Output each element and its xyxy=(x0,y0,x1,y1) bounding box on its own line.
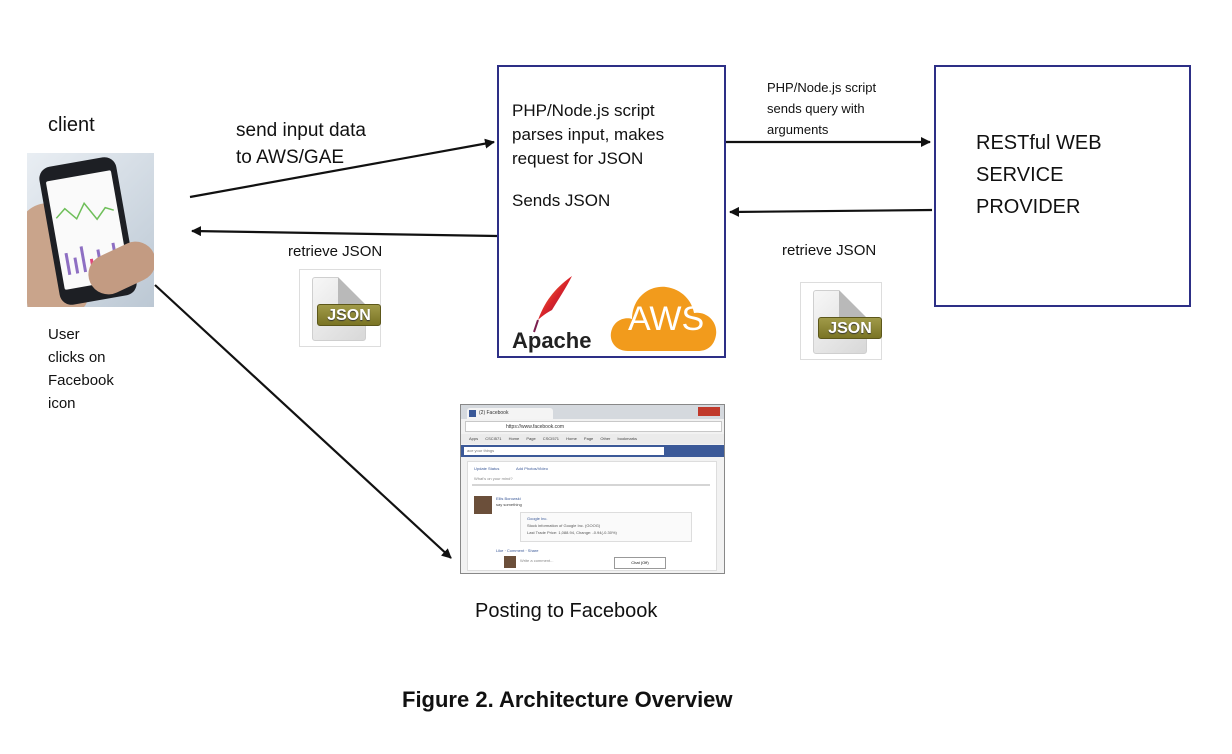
arrow-send-input xyxy=(189,138,495,199)
fb-card-line1: Stock information of Google Inc. (GOOG) xyxy=(527,523,601,528)
fb-stock-card: Google Inc. Stock information of Google … xyxy=(520,512,692,542)
phone-photo xyxy=(27,153,154,307)
facebook-screenshot: (2) Facebook https://www.facebook.com Ap… xyxy=(460,404,725,574)
retrieve-json-right-label: retrieve JSON xyxy=(782,242,877,259)
avatar xyxy=(474,496,492,514)
fb-comment-box: Write a comment... xyxy=(520,558,554,563)
json-file-icon: JSON xyxy=(299,269,381,347)
facebook-caption: Posting to Facebook xyxy=(475,600,658,622)
fb-address-bar: https://www.facebook.com xyxy=(465,421,722,432)
fb-actions: Like · Comment · Share xyxy=(496,548,539,553)
fb-update-status: Update Status xyxy=(474,466,500,471)
fb-chat-button: Chat (Off) xyxy=(614,557,666,569)
json-icon-label: JSON xyxy=(317,304,381,326)
json-icon-label: JSON xyxy=(818,317,882,339)
fb-tab-title: (2) Facebook xyxy=(479,410,509,416)
figure-caption: Figure 2. Architecture Overview xyxy=(402,687,733,712)
send-input-label: send input data to AWS/GAE xyxy=(236,120,366,168)
user-note: User clicks on Facebook icon xyxy=(48,326,114,412)
fb-poster-name: Ellis Borowski xyxy=(496,496,521,501)
restful-box-label: RESTful WEB SERVICE PROVIDER xyxy=(976,132,1102,218)
fb-add-photos: Add Photos/Video xyxy=(516,466,548,471)
fb-card-title: Google Inc. xyxy=(527,516,548,521)
window-close-icon xyxy=(698,407,720,416)
fb-search: ace your things xyxy=(464,447,664,455)
avatar xyxy=(504,556,516,568)
fb-whats-on-mind: What's on your mind? xyxy=(474,476,513,481)
query-label: PHP/Node.js script sends query with argu… xyxy=(767,80,877,137)
client-label: client xyxy=(48,114,95,136)
arrow-retrieve-json-right xyxy=(729,206,933,217)
facebook-icon xyxy=(469,410,476,417)
aws-logo-text: AWS xyxy=(628,300,705,338)
apache-logo-text: Apache xyxy=(512,328,592,353)
fb-card-line2: Last Trade Price: 1,088.94, Change: -0.9… xyxy=(527,530,617,535)
restful-web-service-box: RESTful WEB SERVICE PROVIDER xyxy=(934,65,1191,307)
fb-poster-action: say something xyxy=(496,502,522,507)
arrow-retrieve-json-left xyxy=(191,226,498,238)
fb-bookmarks-bar: Apps CSCI571 Home Page CSCI571 Home Page… xyxy=(461,434,724,444)
retrieve-json-left-label: retrieve JSON xyxy=(288,243,383,260)
arrow-to-facebook xyxy=(154,284,452,559)
aws-cloud-icon xyxy=(608,277,720,358)
json-file-icon: JSON xyxy=(800,282,882,360)
php-box-sends-json: Sends JSON xyxy=(512,191,611,210)
fb-feed: Update Status Add Photos/Video What's on… xyxy=(467,461,717,571)
php-box-description: PHP/Node.js script parses input, makes r… xyxy=(512,101,665,168)
